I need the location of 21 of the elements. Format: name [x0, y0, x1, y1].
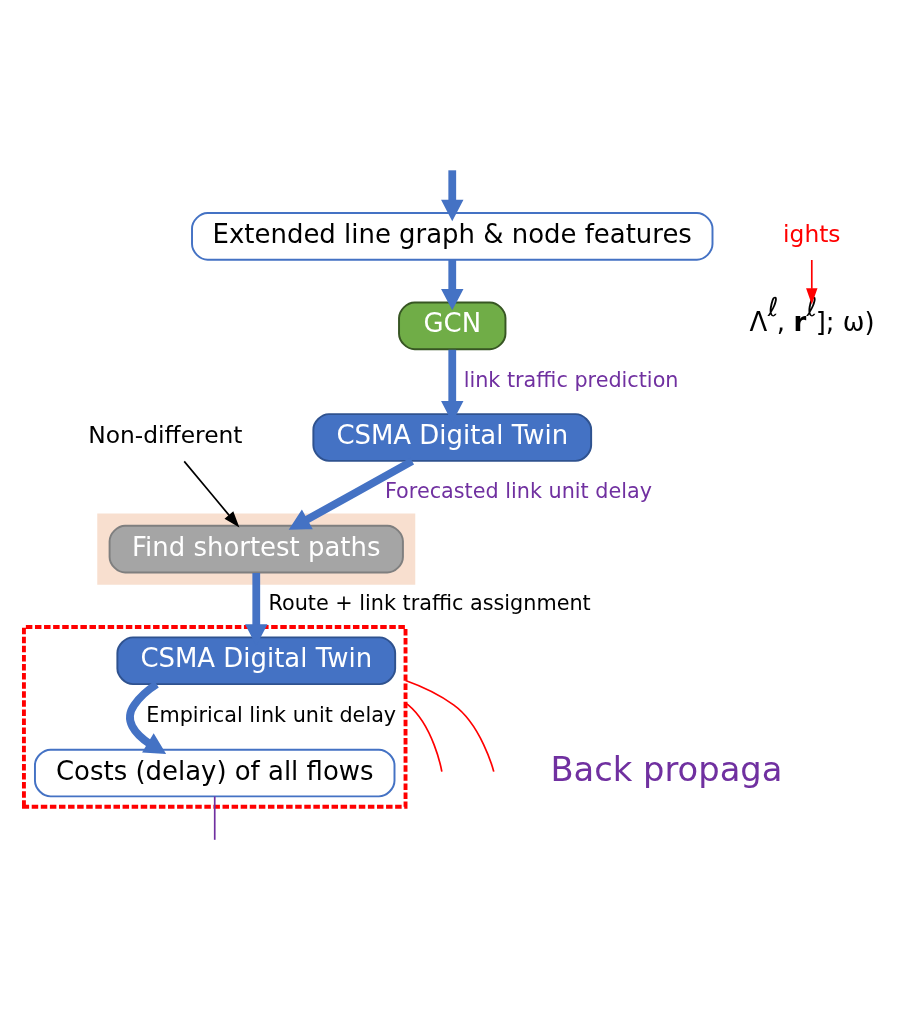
- edge-label: Empirical link unit delay: [146, 702, 397, 727]
- edge-label: Route + link traffic assignment: [268, 590, 591, 615]
- node-box: CSMA Digital Twin: [312, 413, 593, 462]
- edge-label: Forecasted link unit delay: [384, 479, 653, 504]
- connector: [213, 795, 216, 841]
- label: Back propaga: [550, 750, 783, 790]
- arrow: [441, 260, 464, 311]
- connector: [404, 679, 495, 773]
- connector: [404, 701, 443, 773]
- arrow: [183, 460, 240, 528]
- edge-label: link traffic prediction: [463, 367, 679, 392]
- arrow: [806, 259, 818, 305]
- node-box: CSMA Digital Twin: [116, 636, 397, 686]
- node-box: Extended line graph & node features: [191, 212, 714, 261]
- node-text: ights: [783, 220, 841, 249]
- node-box: Costs (delay) of all flows: [34, 748, 396, 798]
- arrow: [126, 680, 167, 754]
- node-box: GCN: [398, 301, 507, 351]
- node-box: Find shortest paths: [108, 524, 404, 574]
- arrow: [288, 457, 414, 530]
- node-text: Non-different: [88, 421, 243, 450]
